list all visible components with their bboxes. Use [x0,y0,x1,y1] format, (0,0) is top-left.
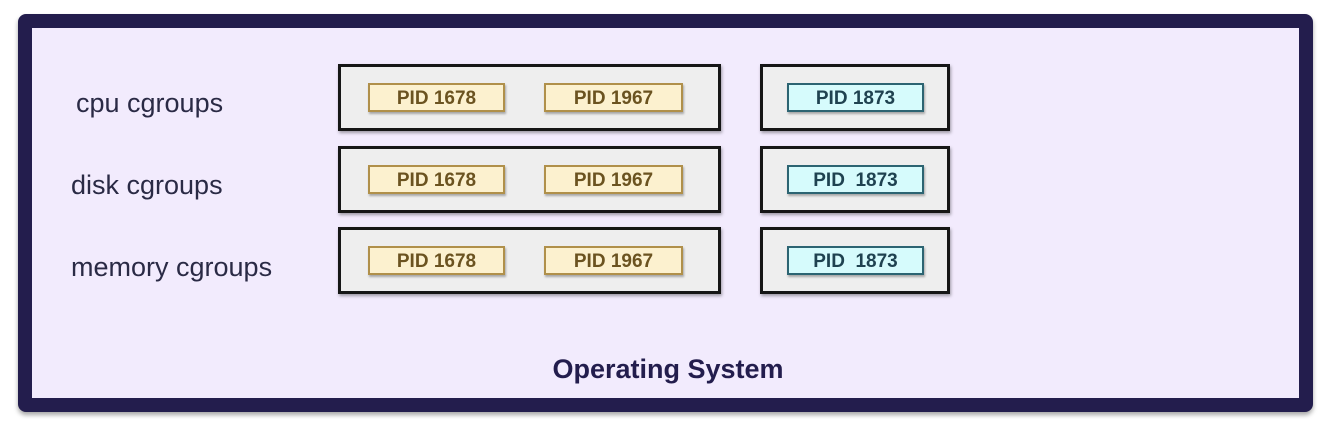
disk-pid-1678: PID 1678 [368,165,505,194]
memory-pid-1967: PID 1967 [544,246,683,275]
disk-pid-1967: PID 1967 [544,165,683,194]
cpu-pid-1967: PID 1967 [544,83,683,112]
row-label-cpu: cpu cgroups [76,88,224,118]
operating-system-label: Operating System [552,354,784,384]
row-label-memory: memory cgroups [71,252,273,282]
disk-pid-1873: PID 1873 [787,165,924,194]
row-label-disk: disk cgroups [71,170,223,200]
cpu-pid-1678: PID 1678 [368,83,505,112]
memory-pid-1678: PID 1678 [368,246,505,275]
cpu-pid-1873: PID 1873 [787,83,924,112]
memory-pid-1873: PID 1873 [787,246,924,275]
